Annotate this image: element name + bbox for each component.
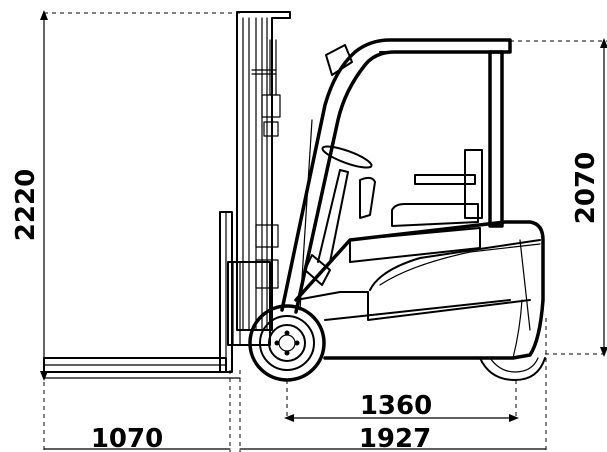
- truck-body: [294, 220, 545, 360]
- forks: [43, 211, 233, 373]
- cab-height-arrow-top: [600, 38, 607, 48]
- forklift-outline: [43, 11, 546, 382]
- rear-wheel: [479, 357, 546, 381]
- wheelbase-arrow-left: [284, 414, 294, 422]
- steering: [304, 145, 376, 286]
- fork-length-label: 1070: [91, 424, 163, 452]
- overall-height-arrow-bottom: [40, 371, 48, 381]
- wheelbase-label: 1360: [360, 391, 432, 421]
- body-length-label: 1927: [359, 424, 431, 452]
- front-wheel: [248, 304, 326, 382]
- wheelbase-arrow-right: [509, 414, 519, 422]
- cab-height-label: 2070: [571, 152, 601, 224]
- overhead-guard: [280, 38, 512, 314]
- overall-height-label: 2220: [11, 169, 41, 241]
- overall-height-arrow-top: [40, 10, 48, 20]
- cab-height-arrow-bottom: [600, 347, 607, 357]
- dimension-lines: [40, 10, 607, 452]
- mast: [227, 11, 291, 346]
